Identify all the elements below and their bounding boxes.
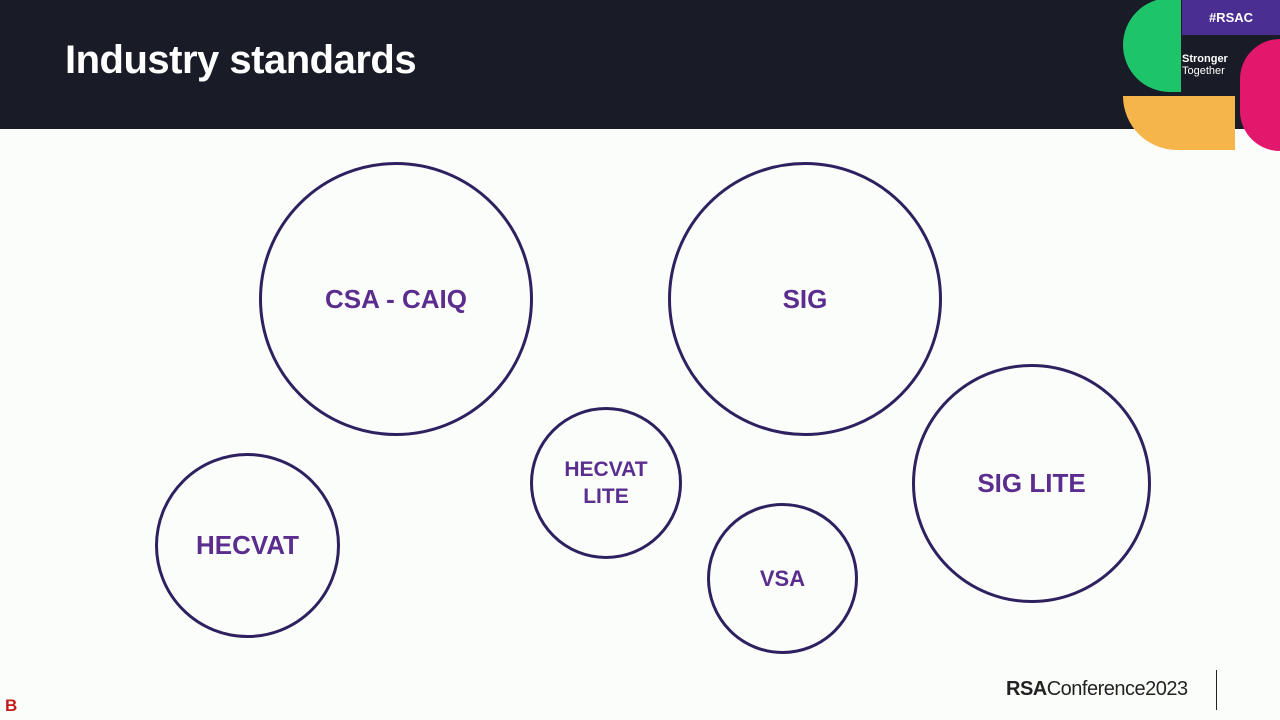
logo-hashtag: #RSAC	[1208, 10, 1254, 25]
footer-brand-conference: Conference2023	[1046, 678, 1188, 700]
bubble-sig: SIG	[668, 162, 942, 436]
page-title: Industry standards	[65, 38, 417, 82]
footer-divider	[1216, 670, 1217, 710]
logo-stronger: Stronger	[1182, 53, 1228, 65]
bubble-label: HECVAT	[195, 530, 300, 560]
bubble-label: SIG LITE	[977, 468, 1086, 498]
logo-green-shape	[1123, 0, 1181, 92]
footer-brand-rsa: RSA	[1006, 678, 1047, 700]
bubble-hecvat: HECVAT	[155, 453, 340, 638]
logo-together: Together	[1182, 65, 1225, 77]
footer-brand: RSAConference2023	[1006, 678, 1188, 701]
logo-pink-shape	[1240, 39, 1280, 151]
corner-mark: B	[5, 696, 18, 715]
bubble-label: VSA	[759, 565, 806, 591]
bubble-vsa: VSA	[707, 503, 858, 654]
bubble-csa-caiq: CSA - CAIQ	[259, 162, 533, 436]
bubble-label: HECVAT LITE	[564, 458, 648, 508]
logo-yellow-shape	[1123, 96, 1235, 150]
header-bar: Industry standards	[0, 0, 1280, 129]
logo-purple-shape	[1182, 0, 1280, 35]
bubble-hecvat-lite: HECVAT LITE	[530, 407, 682, 559]
rsac-logo: #RSAC Stronger Together	[1120, 0, 1280, 155]
bubble-sig-lite: SIG LITE	[912, 364, 1151, 603]
bubble-label: CSA - CAIQ	[324, 283, 468, 314]
bubble-label: SIG	[782, 283, 828, 314]
